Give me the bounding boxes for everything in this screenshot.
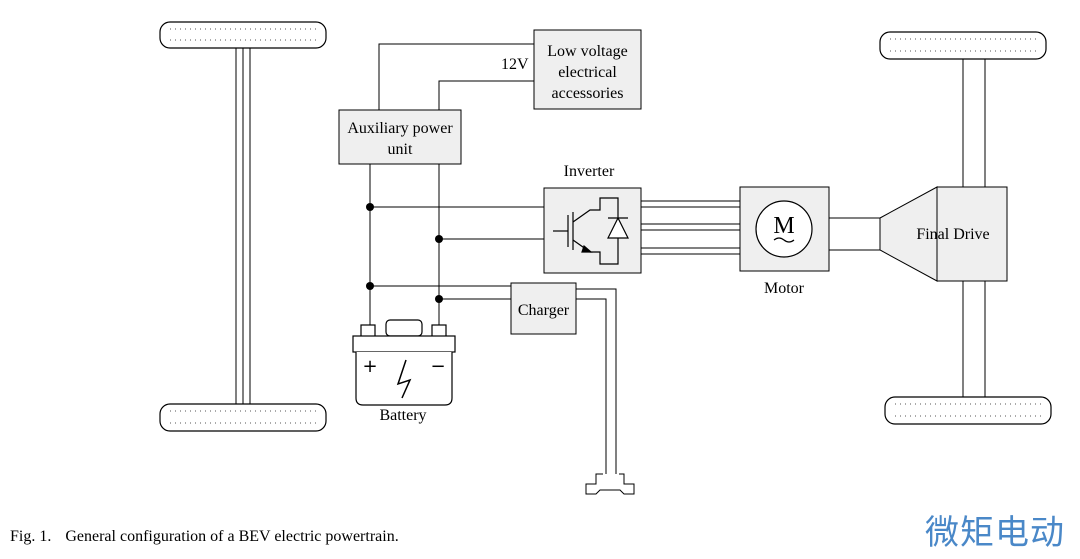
right-rear-wheel [884,396,1052,425]
figure-caption: Fig. 1. General configuration of a BEV el… [10,528,399,546]
battery-label: Battery [379,407,426,424]
charger-label: Charger [518,302,570,319]
low-voltage-accessories-box: Low voltage electrical accessories [533,29,642,110]
final-drive: Final Drive [879,186,1008,282]
dc-bus [366,164,544,331]
igbt-icon [553,197,629,265]
aux-power-label-line2: unit [388,141,413,158]
watermark-logo: 微矩电动 [925,513,1065,553]
figure-number: Fig. 1. [10,528,52,545]
figure-caption-text: General configuration of a BEV electric … [65,528,399,545]
low-voltage-label-line3: accessories [552,85,624,102]
right-front-wheel [879,31,1047,60]
charging-cable [576,288,635,495]
charger-box: Charger [510,282,577,335]
left-front-wheel [159,21,327,49]
left-rear-wheel [159,403,327,432]
ac-phase-wires [641,200,740,255]
lv-wiring [378,43,534,110]
inverter-box [543,187,642,274]
auxiliary-power-unit-box: Auxiliary power unit [338,109,462,165]
right-axle [962,57,986,399]
inverter-label: Inverter [564,163,615,180]
left-axle [235,47,251,406]
drive-shaft [829,217,880,251]
motor-label: Motor [764,280,805,297]
battery-minus: − [430,356,445,377]
low-voltage-label-line1: Low voltage [547,43,627,60]
battery-icon: + − [352,319,456,406]
final-drive-label: Final Drive [916,226,989,243]
motor-symbol: M [773,213,794,239]
motor-box: M [739,186,830,272]
aux-power-label-line1: Auxiliary power [347,120,453,137]
low-voltage-label-line2: electrical [558,64,617,81]
battery-plus: + [362,356,377,377]
voltage-12v-label: 12V [501,56,529,73]
